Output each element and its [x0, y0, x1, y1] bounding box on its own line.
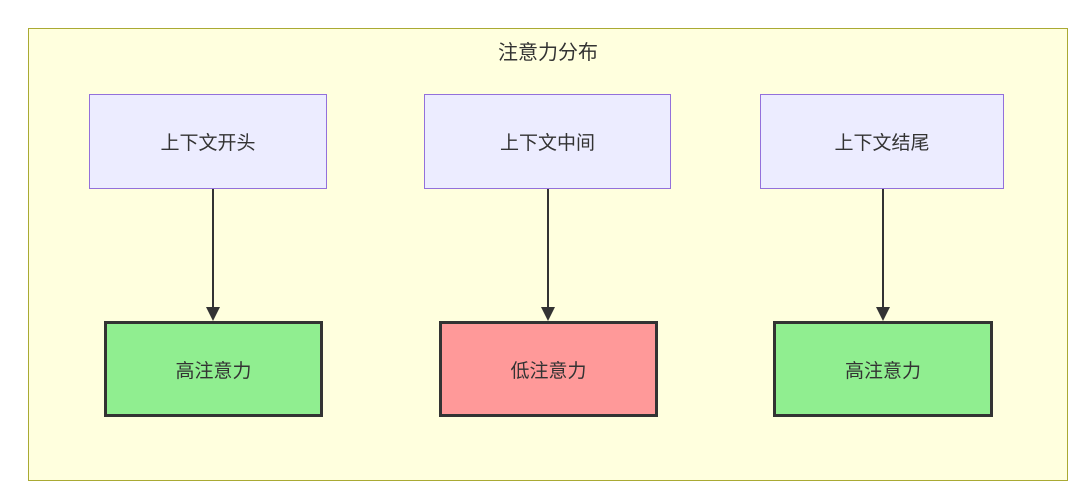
node-high-attention-left: 高注意力 [104, 321, 323, 417]
node-context-middle: 上下文中间 [424, 94, 671, 189]
node-high-attention-right: 高注意力 [773, 321, 993, 417]
diagram-title: 注意力分布 [498, 40, 598, 64]
node-low-attention-middle: 低注意力 [439, 321, 658, 417]
arrow-connector [547, 189, 549, 309]
arrowhead-icon [876, 307, 890, 321]
node-label: 上下文结尾 [834, 132, 930, 154]
node-context-start: 上下文开头 [89, 94, 327, 189]
node-context-end: 上下文结尾 [760, 94, 1004, 189]
node-label: 低注意力 [510, 359, 587, 382]
arrow-connector [882, 189, 884, 309]
arrowhead-icon [206, 307, 220, 321]
node-label: 高注意力 [175, 359, 252, 382]
diagram-container: 注意力分布 上下文开头 高注意力 上下文中间 低注意力 上下文结尾 高注意力 [28, 28, 1068, 481]
node-label: 上下文开头 [160, 132, 256, 154]
arrowhead-icon [541, 307, 555, 321]
arrow-connector [212, 189, 214, 309]
node-label: 上下文中间 [499, 132, 595, 154]
node-label: 高注意力 [844, 359, 921, 382]
